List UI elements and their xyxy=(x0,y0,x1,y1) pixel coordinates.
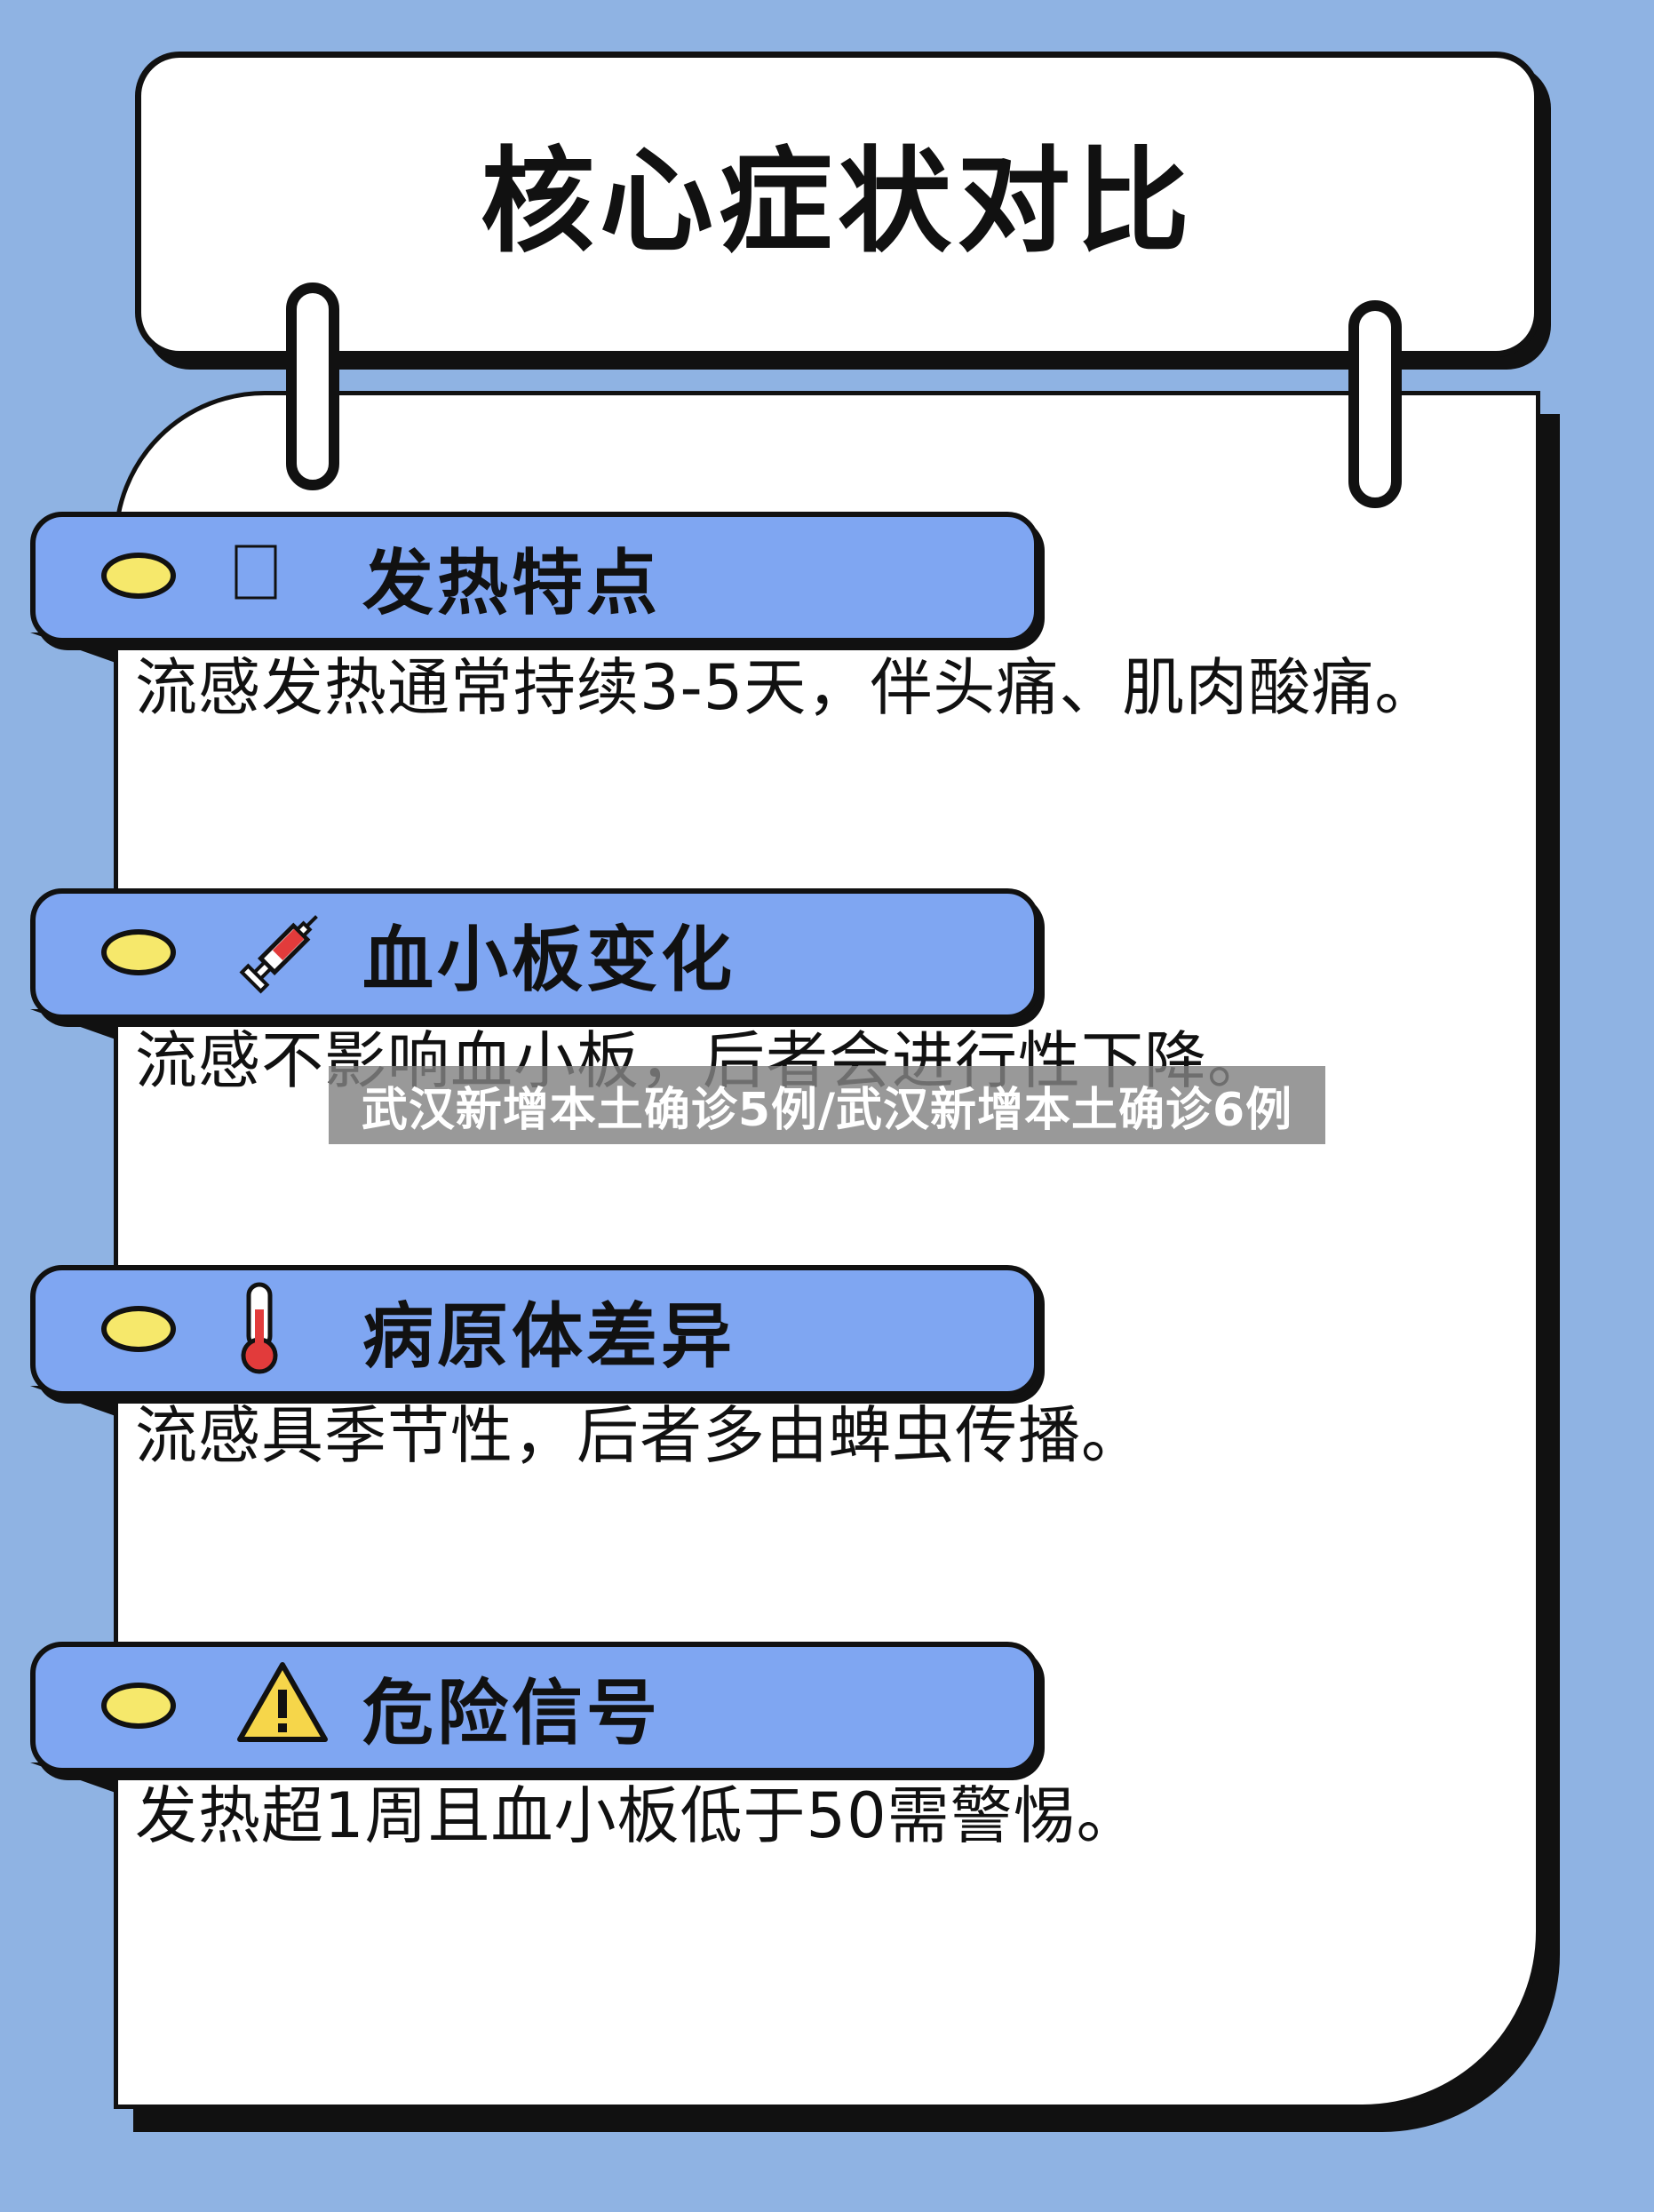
binder-ring-left xyxy=(286,282,339,490)
syringe-icon xyxy=(235,901,332,999)
section-title: 血小板变化 xyxy=(362,919,736,1001)
header-card: 核心症状对比 xyxy=(135,52,1540,357)
section-bar-fever xyxy=(30,512,1039,643)
section-dot xyxy=(101,929,176,975)
thermometer-icon xyxy=(222,1279,297,1377)
section-title: 发热特点 xyxy=(362,542,661,625)
section-title: 危险信号 xyxy=(362,1672,661,1754)
section-dot xyxy=(101,1306,176,1352)
warning-icon xyxy=(236,1658,329,1747)
placeholder-box-icon xyxy=(219,535,293,609)
page-title: 核心症状对比 xyxy=(480,135,1195,268)
section-bar-pathogen xyxy=(30,1265,1039,1396)
section-title: 病原体差异 xyxy=(362,1295,736,1378)
binder-ring-right xyxy=(1348,300,1402,508)
section-bar-danger xyxy=(30,1642,1039,1773)
section-text: 流感具季节性，后者多由蜱虫传播。 xyxy=(135,1399,1144,1472)
section-bar-platelet xyxy=(30,888,1039,1020)
main-card xyxy=(114,391,1540,2109)
watermark-text: 武汉新增本土确诊5例/武汉新增本土确诊6例 xyxy=(361,1083,1293,1137)
section-dot xyxy=(101,1683,176,1729)
section-text: 发热超1周且血小板低于50需警惕。 xyxy=(135,1779,1140,1852)
section-dot xyxy=(101,553,176,599)
section-text: 流感发热通常持续3-5天，伴头痛、肌肉酸痛。 xyxy=(135,651,1438,724)
watermark-banner: 武汉新增本土确诊5例/武汉新增本土确诊6例 xyxy=(329,1066,1325,1144)
